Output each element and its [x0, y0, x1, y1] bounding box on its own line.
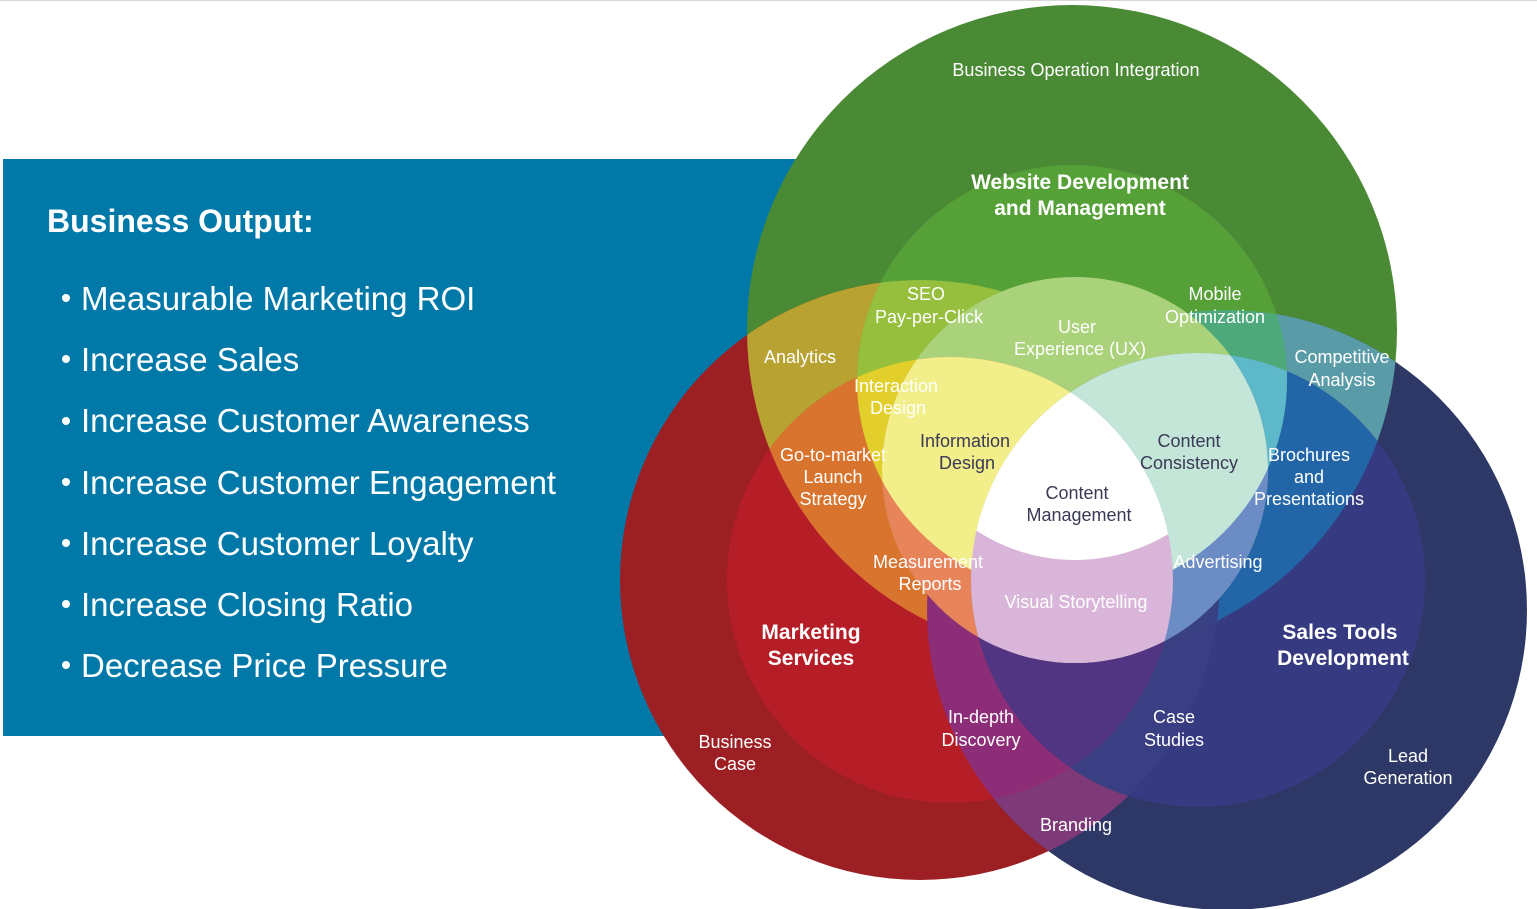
- label-gtm-line2: Launch: [803, 467, 862, 487]
- label-indepth-line1: In-depth: [948, 707, 1014, 727]
- output-item: Measurable Marketing ROI: [62, 274, 556, 335]
- bullet-icon: [62, 600, 70, 609]
- label-business-case-line1: Business: [698, 732, 771, 752]
- bullet-icon: [62, 539, 70, 548]
- label-information-line1: Information: [920, 431, 1010, 451]
- label-marketing-services-line2: Services: [768, 647, 854, 670]
- label-interaction-line2: Design: [870, 398, 926, 418]
- label-sales-tools-line1: Sales Tools: [1282, 621, 1397, 644]
- label-brochures-line1: Brochures: [1268, 445, 1350, 465]
- label-lead-generation-line1: Lead: [1388, 746, 1428, 766]
- output-item: Increase Customer Loyalty: [62, 519, 556, 580]
- label-website-dev-line1: Website Development: [971, 171, 1189, 194]
- bullet-icon: [62, 416, 70, 425]
- label-ux-line2: Experience (UX): [1014, 339, 1146, 359]
- label-visual-storytelling: Visual Storytelling: [1005, 592, 1148, 612]
- business-output-list: Measurable Marketing ROI Increase Sales …: [62, 274, 556, 702]
- output-item: Increase Customer Engagement: [62, 458, 556, 519]
- label-brochures-line2: and: [1294, 467, 1324, 487]
- label-competitive-line2: Analysis: [1308, 370, 1375, 390]
- label-sales-tools-line2: Development: [1277, 647, 1409, 670]
- label-competitive-line1: Competitive: [1294, 347, 1389, 367]
- label-content-management-line2: Management: [1026, 505, 1131, 525]
- label-branding: Branding: [1040, 815, 1112, 835]
- label-seo-line1: SEO: [907, 284, 945, 304]
- bullet-icon: [62, 294, 70, 303]
- label-content-management-line1: Content: [1045, 483, 1108, 503]
- label-case-studies-line1: Case: [1153, 707, 1195, 727]
- label-information-line2: Design: [939, 453, 995, 473]
- business-output-title: Business Output:: [47, 203, 314, 239]
- label-measurement-line1: Measurement: [873, 552, 983, 572]
- label-content-consistency-line1: Content: [1157, 431, 1220, 451]
- label-seo-line2: Pay-per-Click: [875, 307, 984, 327]
- label-measurement-line2: Reports: [898, 574, 961, 594]
- label-mobile-line1: Mobile: [1188, 284, 1241, 304]
- label-marketing-services-line1: Marketing: [761, 621, 860, 644]
- label-brochures-line3: Presentations: [1254, 489, 1364, 509]
- output-item: Decrease Price Pressure: [62, 641, 556, 702]
- label-analytics: Analytics: [764, 347, 836, 367]
- label-advertising: Advertising: [1173, 552, 1262, 572]
- label-gtm-line3: Strategy: [799, 489, 866, 509]
- label-interaction-line1: Interaction: [854, 376, 938, 396]
- label-gtm-line1: Go-to-market: [780, 445, 886, 465]
- label-mobile-line2: Optimization: [1165, 307, 1265, 327]
- label-business-operation-integration: Business Operation Integration: [952, 60, 1199, 80]
- label-lead-generation-line2: Generation: [1363, 768, 1452, 788]
- output-item: Increase Customer Awareness: [62, 396, 556, 457]
- label-ux-line1: User: [1058, 317, 1096, 337]
- label-content-consistency-line2: Consistency: [1140, 453, 1238, 473]
- label-case-studies-line2: Studies: [1144, 730, 1204, 750]
- bullet-icon: [62, 355, 70, 364]
- bullet-icon: [62, 661, 70, 670]
- output-item: Increase Sales: [62, 335, 556, 396]
- label-business-case-line2: Case: [714, 754, 756, 774]
- label-indepth-line2: Discovery: [941, 730, 1020, 750]
- top-rule: [0, 0, 1537, 1]
- label-website-dev-line2: and Management: [994, 197, 1166, 220]
- bullet-icon: [62, 477, 70, 486]
- output-item: Increase Closing Ratio: [62, 580, 556, 641]
